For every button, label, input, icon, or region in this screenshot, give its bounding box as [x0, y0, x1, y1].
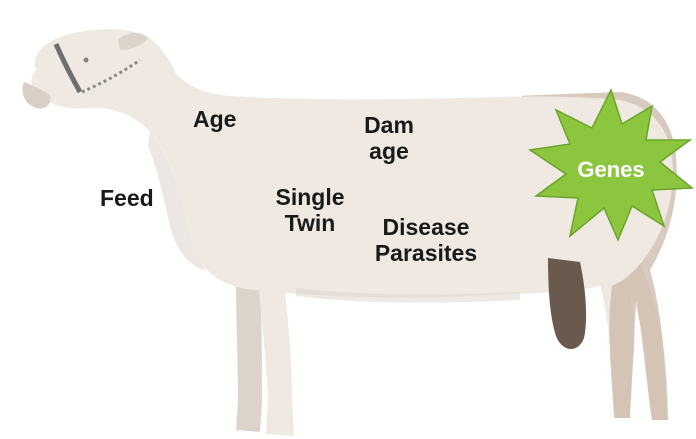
label-twin: Twin — [264, 210, 356, 236]
label-disease: Disease — [356, 214, 496, 240]
sheep-eye — [84, 58, 89, 63]
label-dam-age-line2: age — [352, 138, 426, 164]
label-parasites: Parasites — [356, 240, 496, 266]
label-single-twin: Single Twin — [264, 184, 356, 236]
label-single: Single — [264, 184, 356, 210]
sheep-foreleg-back — [236, 280, 262, 432]
label-genes: Genes — [556, 157, 666, 183]
label-feed: Feed — [100, 185, 154, 211]
label-age: Age — [193, 106, 236, 132]
rear-scrotum — [548, 258, 586, 349]
label-dam-age-line1: Dam — [352, 112, 426, 138]
label-disease-parasites: Disease Parasites — [356, 214, 496, 266]
sheep-foreleg-front — [258, 282, 294, 436]
label-dam-age: Dam age — [352, 112, 426, 164]
